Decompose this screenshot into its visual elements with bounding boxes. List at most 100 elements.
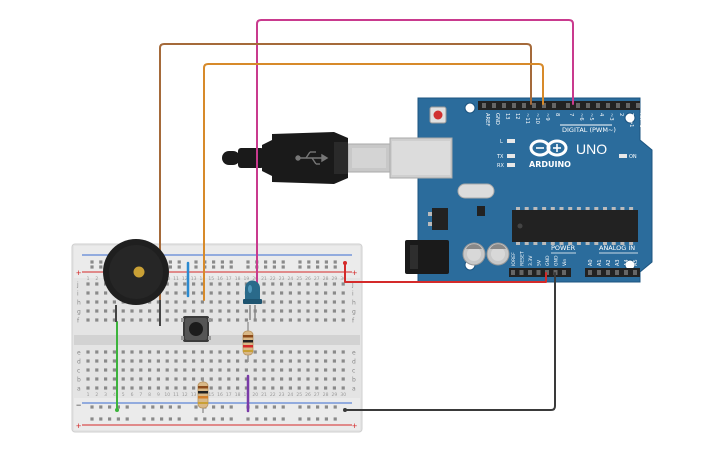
breadboard-hole[interactable] <box>236 377 240 381</box>
breadboard-hole[interactable] <box>192 300 196 304</box>
breadboard-hole[interactable] <box>298 260 302 264</box>
breadboard-hole[interactable] <box>148 377 152 381</box>
breadboard-hole[interactable] <box>297 291 301 295</box>
breadboard-hole[interactable] <box>297 300 301 304</box>
digital-pin[interactable] <box>542 103 546 108</box>
breadboard-hole[interactable] <box>271 359 275 363</box>
breadboard-hole[interactable] <box>288 350 292 354</box>
breadboard-hole[interactable] <box>306 386 310 390</box>
breadboard-hole[interactable] <box>341 300 345 304</box>
digital-pin[interactable] <box>576 103 580 108</box>
breadboard-hole[interactable] <box>315 359 319 363</box>
breadboard-hole[interactable] <box>95 350 99 354</box>
breadboard-hole[interactable] <box>86 368 90 372</box>
breadboard-hole[interactable] <box>227 350 231 354</box>
breadboard-hole[interactable] <box>288 368 292 372</box>
breadboard-hole[interactable] <box>264 417 268 421</box>
breadboard-hole[interactable] <box>104 309 108 313</box>
breadboard-hole[interactable] <box>315 386 319 390</box>
breadboard-hole[interactable] <box>220 405 224 409</box>
breadboard-hole[interactable] <box>192 291 196 295</box>
breadboard-hole[interactable] <box>297 350 301 354</box>
breadboard-hole[interactable] <box>99 265 103 269</box>
breadboard-hole[interactable] <box>236 359 240 363</box>
breadboard-hole[interactable] <box>112 350 116 354</box>
breadboard-hole[interactable] <box>165 309 169 313</box>
breadboard-hole[interactable] <box>297 318 301 322</box>
breadboard-hole[interactable] <box>160 405 164 409</box>
breadboard-hole[interactable] <box>280 318 284 322</box>
breadboard-hole[interactable] <box>315 318 319 322</box>
breadboard-hole[interactable] <box>236 386 240 390</box>
breadboard-hole[interactable] <box>218 368 222 372</box>
breadboard-hole[interactable] <box>280 377 284 381</box>
wire-orange[interactable] <box>203 63 544 301</box>
breadboard-hole[interactable] <box>142 417 146 421</box>
breadboard-hole[interactable] <box>194 405 198 409</box>
breadboard-hole[interactable] <box>253 350 257 354</box>
breadboard-hole[interactable] <box>121 377 125 381</box>
breadboard-hole[interactable] <box>280 300 284 304</box>
breadboard-hole[interactable] <box>324 309 328 313</box>
breadboard-hole[interactable] <box>156 368 160 372</box>
breadboard-hole[interactable] <box>151 405 155 409</box>
breadboard-hole[interactable] <box>212 417 216 421</box>
breadboard-hole[interactable] <box>220 260 224 264</box>
breadboard-hole[interactable] <box>272 260 276 264</box>
breadboard-hole[interactable] <box>86 386 90 390</box>
breadboard-hole[interactable] <box>174 309 178 313</box>
breadboard-hole[interactable] <box>142 405 146 409</box>
breadboard-hole[interactable] <box>95 386 99 390</box>
breadboard-hole[interactable] <box>288 282 292 286</box>
digital-pin[interactable] <box>586 103 590 108</box>
breadboard-hole[interactable] <box>341 318 345 322</box>
breadboard-hole[interactable] <box>130 318 134 322</box>
breadboard-hole[interactable] <box>297 386 301 390</box>
breadboard-hole[interactable] <box>288 300 292 304</box>
digital-pin[interactable] <box>596 103 600 108</box>
led-blue[interactable] <box>243 280 262 321</box>
breadboard-hole[interactable] <box>156 377 160 381</box>
breadboard-hole[interactable] <box>333 417 337 421</box>
breadboard-hole[interactable] <box>112 300 116 304</box>
breadboard-hole[interactable] <box>130 386 134 390</box>
breadboard-hole[interactable] <box>192 386 196 390</box>
breadboard-hole[interactable] <box>168 260 172 264</box>
breadboard-hole[interactable] <box>306 377 310 381</box>
breadboard-hole[interactable] <box>236 368 240 372</box>
breadboard-hole[interactable] <box>183 282 187 286</box>
breadboard-hole[interactable] <box>174 368 178 372</box>
breadboard-hole[interactable] <box>168 417 172 421</box>
breadboard-hole[interactable] <box>288 377 292 381</box>
breadboard-hole[interactable] <box>288 309 292 313</box>
breadboard-hole[interactable] <box>253 377 257 381</box>
breadboard-hole[interactable] <box>324 291 328 295</box>
breadboard-hole[interactable] <box>246 260 250 264</box>
breadboard-hole[interactable] <box>244 318 248 322</box>
breadboard-hole[interactable] <box>315 300 319 304</box>
breadboard-hole[interactable] <box>262 318 266 322</box>
breadboard-hole[interactable] <box>220 265 224 269</box>
breadboard-hole[interactable] <box>218 350 222 354</box>
piezo-buzzer[interactable] <box>103 239 169 326</box>
breadboard-hole[interactable] <box>253 368 257 372</box>
breadboard-hole[interactable] <box>86 350 90 354</box>
breadboard-hole[interactable] <box>209 309 213 313</box>
breadboard-hole[interactable] <box>288 291 292 295</box>
breadboard-hole[interactable] <box>95 318 99 322</box>
breadboard-hole[interactable] <box>200 350 204 354</box>
breadboard-hole[interactable] <box>227 318 231 322</box>
breadboard-hole[interactable] <box>209 282 213 286</box>
breadboard-hole[interactable] <box>183 359 187 363</box>
breadboard-hole[interactable] <box>297 377 301 381</box>
breadboard-hole[interactable] <box>236 282 240 286</box>
breadboard-hole[interactable] <box>255 405 259 409</box>
breadboard-hole[interactable] <box>177 405 181 409</box>
breadboard-hole[interactable] <box>194 260 198 264</box>
breadboard-hole[interactable] <box>324 377 328 381</box>
digital-pin[interactable] <box>502 103 506 108</box>
breadboard-hole[interactable] <box>324 350 328 354</box>
digital-pin[interactable] <box>566 103 570 108</box>
breadboard-hole[interactable] <box>139 368 143 372</box>
breadboard-hole[interactable] <box>315 282 319 286</box>
